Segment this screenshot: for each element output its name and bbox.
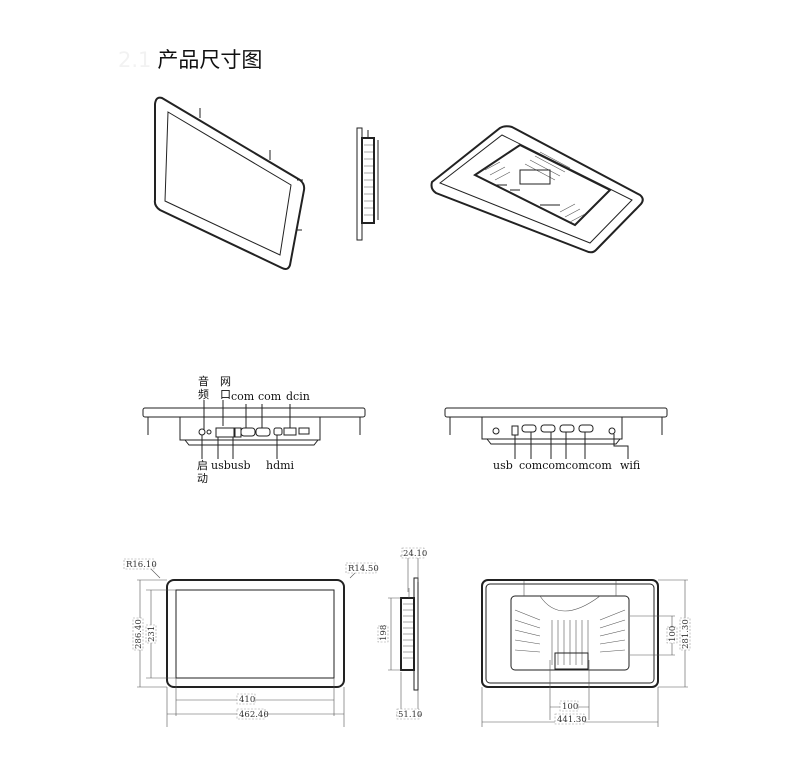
dim-vesa-vertical: 100: [668, 626, 678, 642]
side-dimension-view: 24.10 198 51.10: [377, 547, 427, 720]
dim-radius-right: R14.50: [348, 564, 379, 574]
bottom-view-io-left: 音 频 网 口 com com dcin 启 动 usbusb hdmi: [142, 374, 366, 485]
back-perspective-view: [430, 125, 644, 254]
label-usb: usbusb: [211, 459, 251, 472]
dim-total-depth: 51.10: [398, 710, 422, 720]
dim-top-depth: 24.10: [403, 549, 427, 559]
title-text: 产品尺寸图: [157, 48, 263, 72]
dim-mount-height: 198: [379, 625, 389, 641]
dim-radius-left: R16.10: [126, 560, 157, 570]
label-wifi: wifi: [620, 459, 641, 472]
dim-vesa-horizontal: 100: [562, 702, 578, 712]
label-audio-1: 音: [198, 374, 209, 388]
label-power-1: 启: [197, 459, 208, 472]
back-dimension-view: 100 281.30 100 441.30: [481, 579, 691, 727]
label-com-1: com: [231, 390, 255, 403]
dim-back-height: 281.30: [681, 619, 691, 649]
label-lan-1: 网: [220, 375, 231, 388]
section-number: 2.1: [118, 48, 152, 72]
dim-inner-width: 410: [239, 695, 255, 705]
label-com-2: com: [258, 390, 282, 403]
bottom-view-io-right: usb comcomcomcom wifi: [444, 407, 668, 472]
dim-outer-height: 286.40: [134, 619, 144, 649]
label-audio-2: 频: [198, 387, 209, 401]
dim-inner-height: 231: [147, 626, 157, 642]
label-hdmi: hdmi: [266, 459, 295, 472]
label-dcin: dcin: [286, 390, 310, 403]
dim-outer-width: 462.40: [239, 710, 269, 720]
front-perspective-view: [153, 96, 306, 270]
label-com-right: comcomcomcom: [519, 459, 612, 472]
label-power-2: 动: [197, 472, 208, 485]
front-dimension-view: R16.10 R14.50 286.40 231 410 462.40: [123, 558, 379, 727]
dim-back-width: 441.30: [557, 715, 587, 725]
label-lan-2: 口: [220, 388, 231, 401]
side-perspective-view: [356, 127, 379, 241]
label-usb-right: usb: [493, 459, 513, 472]
